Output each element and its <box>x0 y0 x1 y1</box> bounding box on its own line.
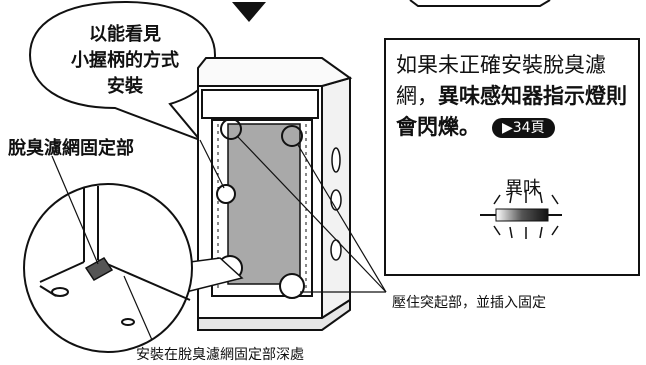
note-text: 如果未正確安裝脫臭濾網，異味感知器指示燈則會閃爍。▶34頁 <box>396 50 636 143</box>
note-text-bold: 異味感知器指示燈則會閃爍。 <box>396 84 627 139</box>
tab-circle-top-right <box>281 125 303 147</box>
magnified-detail <box>39 186 191 326</box>
tab-circle-top-left <box>220 118 242 140</box>
page-ref-badge[interactable]: ▶34頁 <box>492 118 555 138</box>
bubble-text: 以能看見 小握柄的方式 安裝 <box>55 22 195 100</box>
fixing-circle-bottom-right <box>279 273 305 299</box>
speech-bubble <box>28 0 217 143</box>
install-deep-label: 安裝在脫臭濾網固定部深處 <box>136 347 304 363</box>
note-text-normal: 如果未正確安裝脫臭濾網， <box>396 53 606 108</box>
bubble-line-1: 以能看見 <box>89 24 161 45</box>
bubble-line-2: 小握柄的方式 <box>71 50 179 71</box>
handle-circle <box>216 184 236 204</box>
top-part-outline <box>409 0 551 7</box>
sensor-label: 異味 <box>505 178 541 199</box>
note-box: 如果未正確安裝脫臭濾網，異味感知器指示燈則會閃爍。▶34頁 異味 <box>384 38 640 276</box>
down-arrow-icon <box>232 2 266 22</box>
press-protrusion-label: 壓住突起部，並插入固定 <box>392 295 546 311</box>
odor-sensor-indicator <box>480 191 562 239</box>
fixing-tab <box>84 257 114 281</box>
bubble-line-3: 安裝 <box>107 76 143 97</box>
filter-fixing-label: 脫臭濾網固定部 <box>8 138 134 159</box>
